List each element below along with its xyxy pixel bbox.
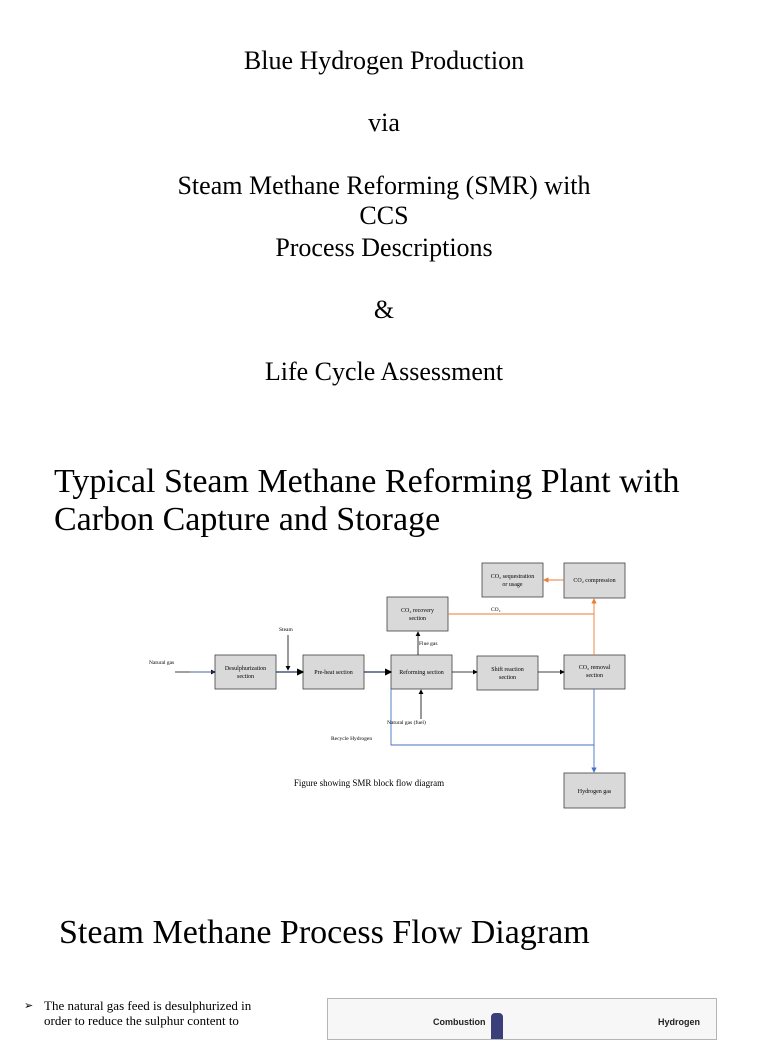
recycle-hydrogen-label: Recycle Hydrogen bbox=[331, 736, 372, 742]
co2-compression-box bbox=[563, 562, 626, 599]
title-line-3: Steam Methane Reforming (SMR) with bbox=[177, 171, 591, 200]
title-line-4: CCS bbox=[359, 201, 409, 230]
co2-seq-label: CO₂ sequestration bbox=[491, 574, 535, 580]
section1-heading-line1: Typical Steam Methane Reforming Plant wi… bbox=[54, 463, 680, 500]
pfd-combustion-label: Combustion bbox=[433, 1017, 486, 1027]
flue-gas-label: Flue gas bbox=[419, 641, 438, 647]
title-line-1: Blue Hydrogen Production bbox=[243, 46, 525, 75]
bullet-line-2: order to reduce the sulphur content to bbox=[44, 1013, 239, 1028]
steam-label: Steam bbox=[279, 627, 293, 633]
pfd-hydrogen-label: Hydrogen bbox=[658, 1017, 701, 1027]
shift-label: Shift reaction bbox=[491, 666, 524, 673]
section1-heading-line2: Carbon Capture and Storage bbox=[54, 501, 441, 538]
co2-flow-label: CO₂ bbox=[491, 607, 501, 613]
shift-reaction-box bbox=[476, 655, 539, 691]
preheat-box bbox=[302, 654, 365, 690]
reforming-label: Reforming section bbox=[399, 669, 444, 676]
recycle-hydrogen-line bbox=[390, 689, 594, 746]
diagram-caption: Figure showing SMR block flow diagram bbox=[294, 778, 444, 788]
bullet-line-1: The natural gas feed is desulphurized in bbox=[44, 998, 252, 1013]
co2-sequestration-box bbox=[481, 562, 544, 598]
desulph-label-2: section bbox=[237, 674, 254, 680]
title-line-2: via bbox=[368, 108, 400, 137]
preheat-label: Pre-heat section bbox=[314, 670, 352, 676]
section2-heading: Steam Methane Process Flow Diagram bbox=[59, 914, 590, 951]
co2-removal-label: CO₂ removal bbox=[579, 665, 611, 671]
natural-gas-label: Natural gas bbox=[149, 660, 174, 666]
hydrogen-gas-box bbox=[563, 772, 626, 809]
title-line-7: Life Cycle Assessment bbox=[264, 357, 504, 386]
reforming-box bbox=[390, 654, 453, 690]
combustion-vessel-icon bbox=[491, 1013, 503, 1039]
bullet-arrow-icon: ➢ bbox=[24, 999, 34, 1012]
hydrogen-gas-label: Hydrogen gas bbox=[578, 789, 612, 795]
co2-recovery-box bbox=[386, 596, 449, 632]
natural-gas-fuel-label: Natural gas (fuel) bbox=[387, 719, 426, 726]
co2-comp-label: CO₂ compression bbox=[573, 578, 615, 584]
co2-removal-box bbox=[563, 654, 626, 690]
shift-label-2: section bbox=[499, 675, 516, 681]
title-line-5: Process Descriptions bbox=[275, 233, 493, 262]
desulph-label: Desulphurization bbox=[225, 666, 266, 672]
co2-recovery-label-2: section bbox=[409, 616, 426, 622]
smr-block-flow-diagram: Desulphurization section Pre-heat sectio… bbox=[149, 562, 626, 809]
co2-removal-label-2: section bbox=[586, 673, 603, 679]
co2-recovery-label: CO₂ recovery bbox=[401, 608, 434, 614]
desulphurization-box bbox=[214, 654, 277, 690]
co2-seq-label-2: or usage bbox=[502, 582, 522, 588]
process-flow-diagram-panel: Combustion Hydrogen bbox=[327, 998, 717, 1040]
title-line-6: & bbox=[373, 295, 395, 324]
